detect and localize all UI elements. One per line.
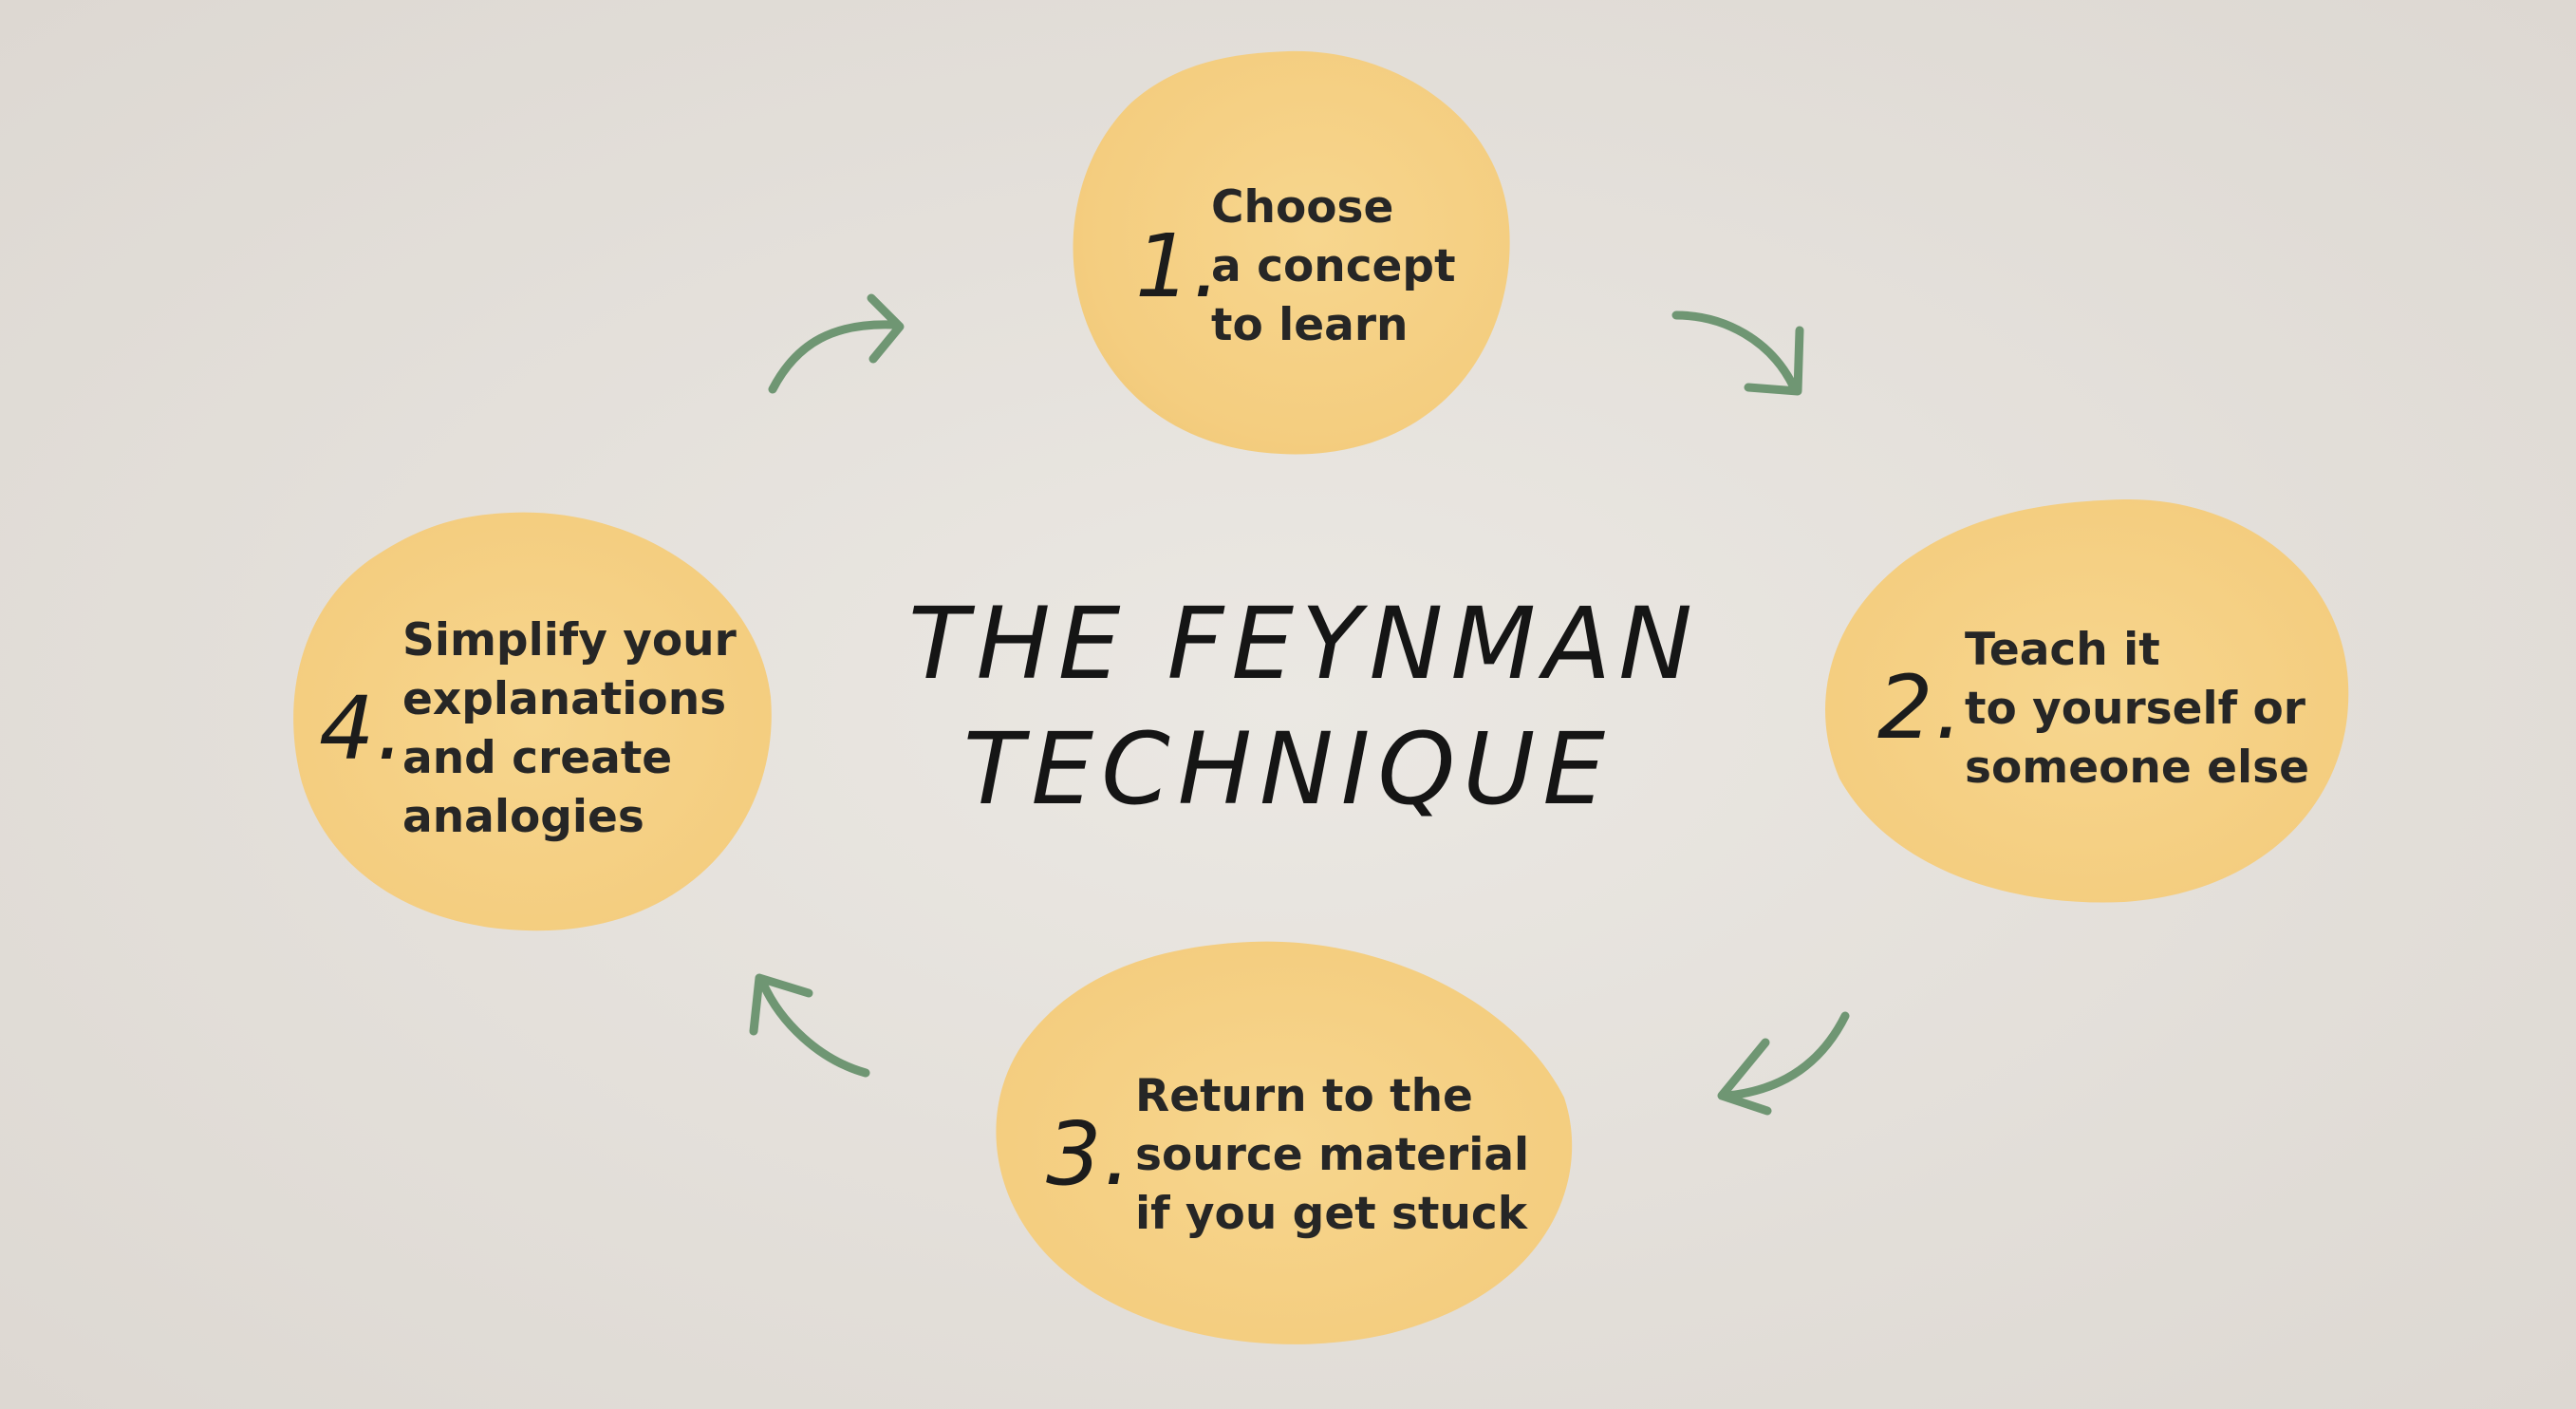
step-2-text: Teach it to yourself or someone else xyxy=(1965,621,2309,798)
step-4-line-3: and create xyxy=(402,732,673,784)
step-3-line-1: Return to the xyxy=(1135,1070,1473,1122)
step-2-line-2: to yourself or xyxy=(1965,683,2305,735)
step-4-line-1: Simplify your xyxy=(402,614,737,667)
step-1-text: Choose a concept to learn xyxy=(1211,178,1456,355)
step-4-number: 4. xyxy=(319,678,406,780)
step-3-line-2: source material xyxy=(1135,1129,1530,1181)
title-line-1: THE FEYNMAN xyxy=(908,586,1701,702)
step-3-number: 3. xyxy=(1046,1103,1133,1205)
step-1-line-3: to learn xyxy=(1211,299,1409,351)
step-3-line-3: if you get stuck xyxy=(1135,1188,1528,1240)
step-3-text: Return to the source material if you get… xyxy=(1135,1067,1529,1244)
title-line-2: TECHNIQUE xyxy=(962,711,1614,827)
step-4-blob xyxy=(293,512,772,931)
step-4-line-4: analogies xyxy=(402,791,644,843)
arrow-step1-to-step2-icon xyxy=(1671,310,1804,396)
step-1-line-1: Choose xyxy=(1211,181,1394,234)
step-2-line-1: Teach it xyxy=(1965,624,2160,676)
arrow-step3-to-step4-icon xyxy=(749,973,870,1078)
step-2-blob xyxy=(1825,498,2349,903)
step-2-number: 2. xyxy=(1877,657,1965,759)
step-4-line-2: explanations xyxy=(402,673,727,725)
arrow-step4-to-step1-icon xyxy=(768,293,905,394)
step-1-line-2: a concept xyxy=(1211,240,1456,292)
step-1-number: 1. xyxy=(1135,216,1223,317)
arrow-step2-to-step3-icon xyxy=(1717,1011,1850,1116)
step-2-line-3: someone else xyxy=(1965,742,2309,794)
step-1-blob xyxy=(1073,50,1510,455)
step-4-text: Simplify your explanations and create an… xyxy=(402,611,737,847)
step-3-blob xyxy=(996,941,1573,1344)
